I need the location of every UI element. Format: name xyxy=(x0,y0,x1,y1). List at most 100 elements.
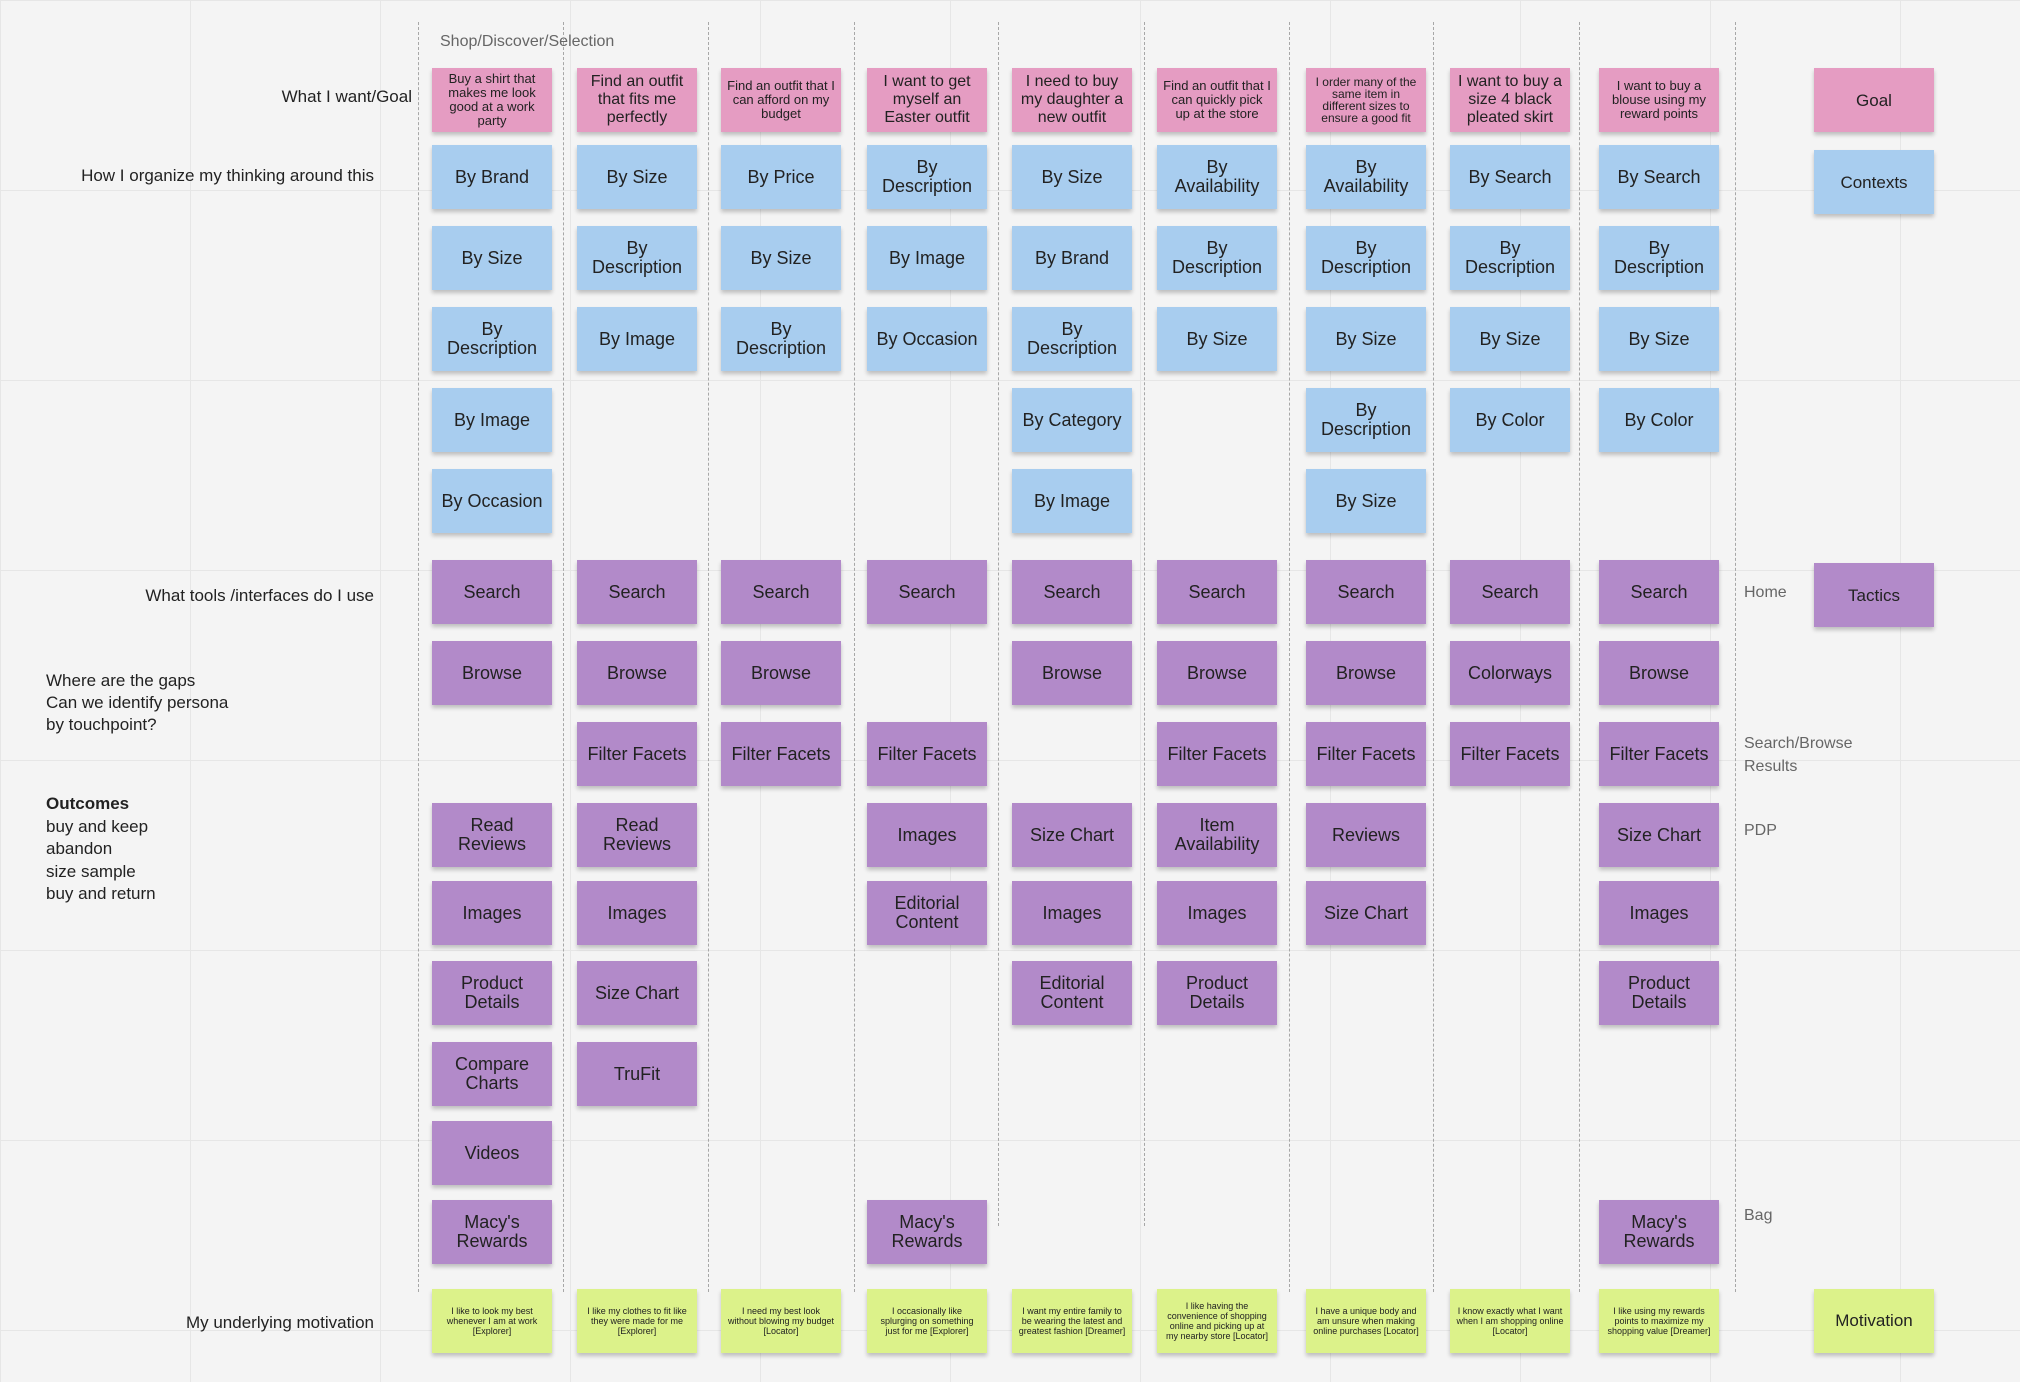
tactic-sticky[interactable]: Macy's Rewards xyxy=(867,1200,987,1264)
tactic-sticky[interactable]: Search xyxy=(1012,560,1132,624)
legend-contexts[interactable]: Contexts xyxy=(1814,150,1934,214)
tactic-sticky[interactable]: Browse xyxy=(721,641,841,705)
goal-sticky[interactable]: Find an outfit that I can afford on my b… xyxy=(721,68,841,132)
tactic-sticky[interactable]: Browse xyxy=(1599,641,1719,705)
context-sticky[interactable]: By Description xyxy=(577,226,697,290)
context-sticky[interactable]: By Image xyxy=(577,307,697,371)
tactic-sticky[interactable]: Size Chart xyxy=(577,961,697,1025)
tactic-sticky[interactable]: Filter Facets xyxy=(1599,722,1719,786)
tactic-sticky[interactable]: Images xyxy=(577,881,697,945)
context-sticky[interactable]: By Search xyxy=(1450,145,1570,209)
motivation-sticky[interactable]: I occasionally like splurging on somethi… xyxy=(867,1289,987,1353)
context-sticky[interactable]: By Price xyxy=(721,145,841,209)
tactic-sticky[interactable]: Item Availability xyxy=(1157,803,1277,867)
context-sticky[interactable]: By Image xyxy=(432,388,552,452)
tactic-sticky[interactable]: Filter Facets xyxy=(867,722,987,786)
context-sticky[interactable]: By Size xyxy=(721,226,841,290)
tactic-sticky[interactable]: Size Chart xyxy=(1306,881,1426,945)
tactic-sticky[interactable]: Filter Facets xyxy=(721,722,841,786)
tactic-sticky[interactable]: Search xyxy=(1157,560,1277,624)
tactic-sticky[interactable]: Read Reviews xyxy=(432,803,552,867)
tactic-sticky[interactable]: Videos xyxy=(432,1121,552,1185)
motivation-sticky[interactable]: I like to look my best whenever I am at … xyxy=(432,1289,552,1353)
tactic-sticky[interactable]: Search xyxy=(432,560,552,624)
context-sticky[interactable]: By Color xyxy=(1450,388,1570,452)
context-sticky[interactable]: By Size xyxy=(1306,469,1426,533)
tactic-sticky[interactable]: Search xyxy=(867,560,987,624)
context-sticky[interactable]: By Search xyxy=(1599,145,1719,209)
tactic-sticky[interactable]: Colorways xyxy=(1450,641,1570,705)
tactic-sticky[interactable]: Filter Facets xyxy=(577,722,697,786)
goal-sticky[interactable]: Find an outfit that fits me perfectly xyxy=(577,68,697,132)
context-sticky[interactable]: By Color xyxy=(1599,388,1719,452)
tactic-sticky[interactable]: Images xyxy=(1012,881,1132,945)
tactic-sticky[interactable]: Reviews xyxy=(1306,803,1426,867)
motivation-sticky[interactable]: I know exactly what I want when I am sho… xyxy=(1450,1289,1570,1353)
motivation-sticky[interactable]: I like my clothes to fit like they were … xyxy=(577,1289,697,1353)
context-sticky[interactable]: By Description xyxy=(1450,226,1570,290)
context-sticky[interactable]: By Size xyxy=(1306,307,1426,371)
legend-motivation[interactable]: Motivation xyxy=(1814,1289,1934,1353)
context-sticky[interactable]: By Size xyxy=(1599,307,1719,371)
context-sticky[interactable]: By Availability xyxy=(1157,145,1277,209)
motivation-sticky[interactable]: I like having the convenience of shoppin… xyxy=(1157,1289,1277,1353)
goal-sticky[interactable]: I need to buy my daughter a new outfit xyxy=(1012,68,1132,132)
tactic-sticky[interactable]: Search xyxy=(577,560,697,624)
tactic-sticky[interactable]: Search xyxy=(1599,560,1719,624)
context-sticky[interactable]: By Size xyxy=(1012,145,1132,209)
goal-sticky[interactable]: I want to get myself an Easter outfit xyxy=(867,68,987,132)
tactic-sticky[interactable]: Images xyxy=(1599,881,1719,945)
goal-sticky[interactable]: I want to buy a size 4 black pleated ski… xyxy=(1450,68,1570,132)
goal-sticky[interactable]: I order many of the same item in differe… xyxy=(1306,68,1426,132)
tactic-sticky[interactable]: Size Chart xyxy=(1599,803,1719,867)
tactic-sticky[interactable]: Browse xyxy=(432,641,552,705)
context-sticky[interactable]: By Size xyxy=(577,145,697,209)
context-sticky[interactable]: By Image xyxy=(867,226,987,290)
tactic-sticky[interactable]: Compare Charts xyxy=(432,1042,552,1106)
context-sticky[interactable]: By Occasion xyxy=(867,307,987,371)
tactic-sticky[interactable]: Product Details xyxy=(1599,961,1719,1025)
tactic-sticky[interactable]: Macy's Rewards xyxy=(1599,1200,1719,1264)
context-sticky[interactable]: By Description xyxy=(1599,226,1719,290)
context-sticky[interactable]: By Description xyxy=(867,145,987,209)
tactic-sticky[interactable]: Browse xyxy=(1157,641,1277,705)
goal-sticky[interactable]: I want to buy a blouse using my reward p… xyxy=(1599,68,1719,132)
context-sticky[interactable]: By Size xyxy=(1450,307,1570,371)
goal-sticky[interactable]: Buy a shirt that makes me look good at a… xyxy=(432,68,552,132)
tactic-sticky[interactable]: Search xyxy=(1450,560,1570,624)
context-sticky[interactable]: By Description xyxy=(1012,307,1132,371)
tactic-sticky[interactable]: Search xyxy=(1306,560,1426,624)
tactic-sticky[interactable]: Product Details xyxy=(1157,961,1277,1025)
context-sticky[interactable]: By Size xyxy=(1157,307,1277,371)
context-sticky[interactable]: By Description xyxy=(721,307,841,371)
tactic-sticky[interactable]: Images xyxy=(1157,881,1277,945)
context-sticky[interactable]: By Size xyxy=(432,226,552,290)
tactic-sticky[interactable]: Search xyxy=(721,560,841,624)
context-sticky[interactable]: By Occasion xyxy=(432,469,552,533)
tactic-sticky[interactable]: Read Reviews xyxy=(577,803,697,867)
legend-tactics[interactable]: Tactics xyxy=(1814,563,1934,627)
context-sticky[interactable]: By Brand xyxy=(432,145,552,209)
tactic-sticky[interactable]: Images xyxy=(432,881,552,945)
context-sticky[interactable]: By Brand xyxy=(1012,226,1132,290)
motivation-sticky[interactable]: I have a unique body and am unsure when … xyxy=(1306,1289,1426,1353)
tactic-sticky[interactable]: Editorial Content xyxy=(867,881,987,945)
tactic-sticky[interactable]: Browse xyxy=(1012,641,1132,705)
tactic-sticky[interactable]: Editorial Content xyxy=(1012,961,1132,1025)
legend-goal[interactable]: Goal xyxy=(1814,68,1934,132)
context-sticky[interactable]: By Description xyxy=(1157,226,1277,290)
goal-sticky[interactable]: Find an outfit that I can quickly pick u… xyxy=(1157,68,1277,132)
motivation-sticky[interactable]: I want my entire family to be wearing th… xyxy=(1012,1289,1132,1353)
context-sticky[interactable]: By Description xyxy=(1306,226,1426,290)
context-sticky[interactable]: By Description xyxy=(432,307,552,371)
motivation-sticky[interactable]: I like using my rewards points to maximi… xyxy=(1599,1289,1719,1353)
tactic-sticky[interactable]: Filter Facets xyxy=(1157,722,1277,786)
tactic-sticky[interactable]: Filter Facets xyxy=(1306,722,1426,786)
tactic-sticky[interactable]: TruFit xyxy=(577,1042,697,1106)
context-sticky[interactable]: By Availability xyxy=(1306,145,1426,209)
context-sticky[interactable]: By Image xyxy=(1012,469,1132,533)
context-sticky[interactable]: By Category xyxy=(1012,388,1132,452)
tactic-sticky[interactable]: Product Details xyxy=(432,961,552,1025)
tactic-sticky[interactable]: Size Chart xyxy=(1012,803,1132,867)
tactic-sticky[interactable]: Filter Facets xyxy=(1450,722,1570,786)
